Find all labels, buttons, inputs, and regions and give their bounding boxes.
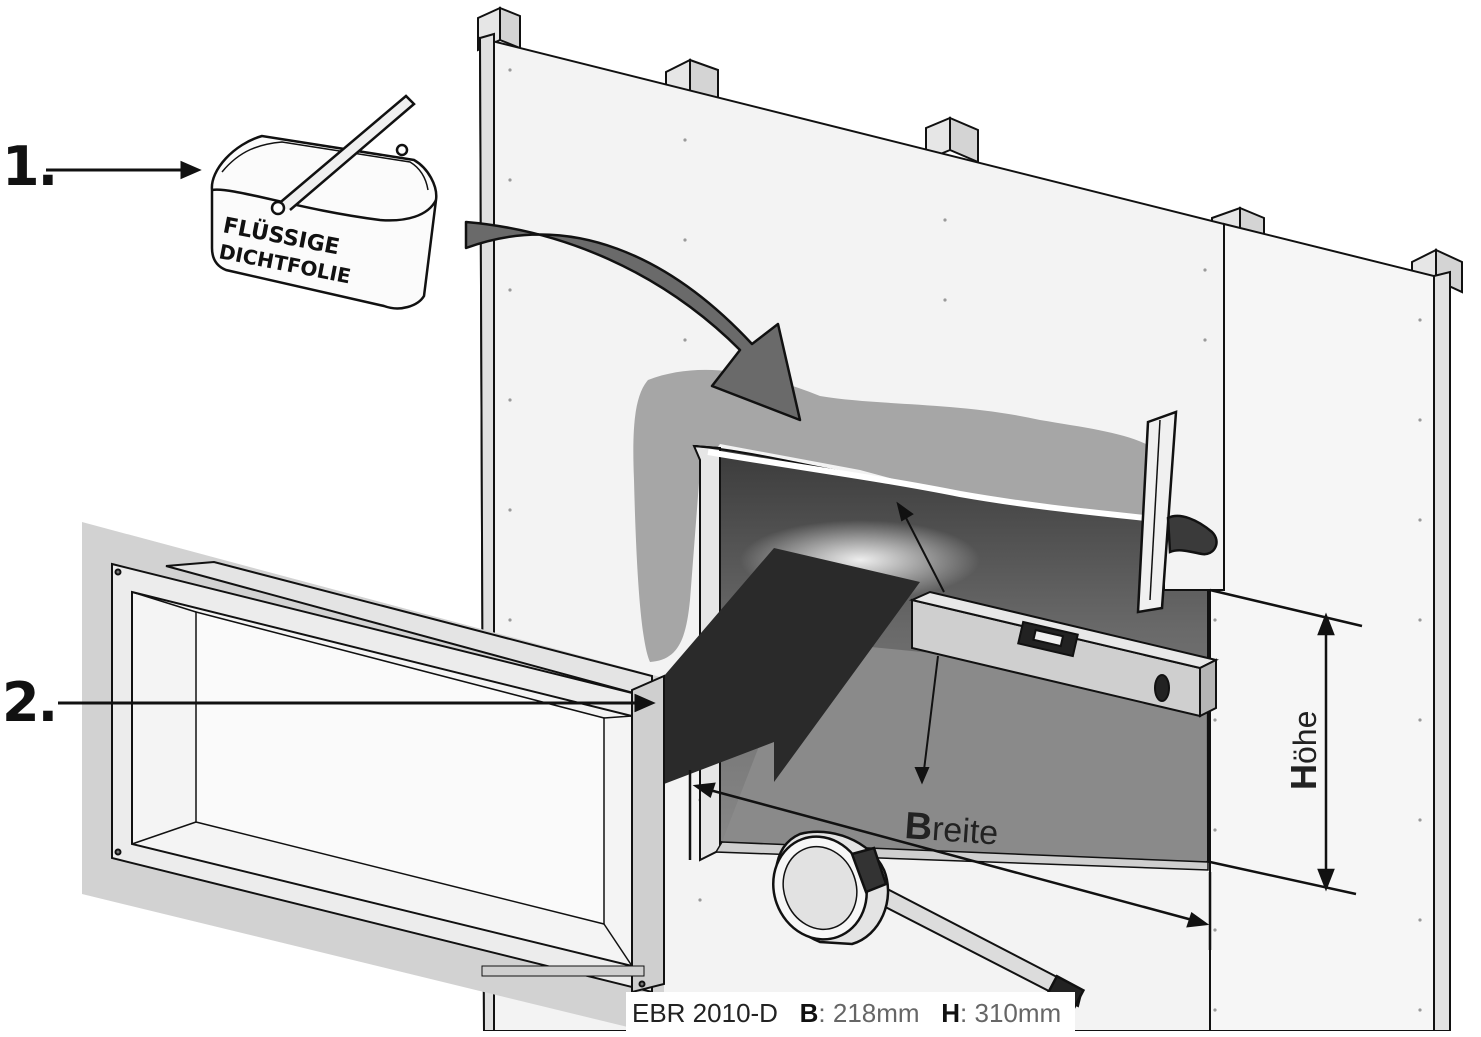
caption-b-label: B xyxy=(799,998,819,1028)
liquid-membrane xyxy=(633,369,1166,662)
width-dimension xyxy=(688,770,1212,950)
apply-membrane-arrow xyxy=(464,220,802,422)
width-label-rest: reite xyxy=(931,810,1000,853)
trowel-icon xyxy=(1136,410,1218,614)
shower-niche xyxy=(82,522,665,1031)
height-dimension xyxy=(1209,588,1363,896)
spirit-level-icon xyxy=(908,590,1219,718)
height-label: Höhe xyxy=(1283,711,1324,790)
height-label-rest: öhe xyxy=(1287,711,1323,764)
liquid-membrane-bucket-icon xyxy=(210,94,438,310)
step2-pointer xyxy=(58,693,656,713)
floor-profile xyxy=(481,965,645,977)
step1-pointer xyxy=(46,160,202,180)
caption-b-value: : 218mm xyxy=(818,998,920,1028)
tape-measure-icon xyxy=(772,830,1086,1012)
insert-niche-arrow xyxy=(664,548,920,784)
caption-model: EBR 2010-D xyxy=(632,998,778,1028)
width-label-initial: B xyxy=(903,805,933,849)
step-1-label: 1. xyxy=(2,135,58,198)
caption-h-value: : 310mm xyxy=(960,998,1062,1028)
step-2-label: 2. xyxy=(2,671,58,734)
width-label: Breite xyxy=(903,805,999,853)
caption-h-label: H xyxy=(941,998,961,1028)
level-indicator-arrows xyxy=(896,501,945,785)
height-label-initial: H xyxy=(1283,764,1324,790)
product-caption: EBR 2010-D B: 218mm H: 310mm xyxy=(626,992,1076,1037)
